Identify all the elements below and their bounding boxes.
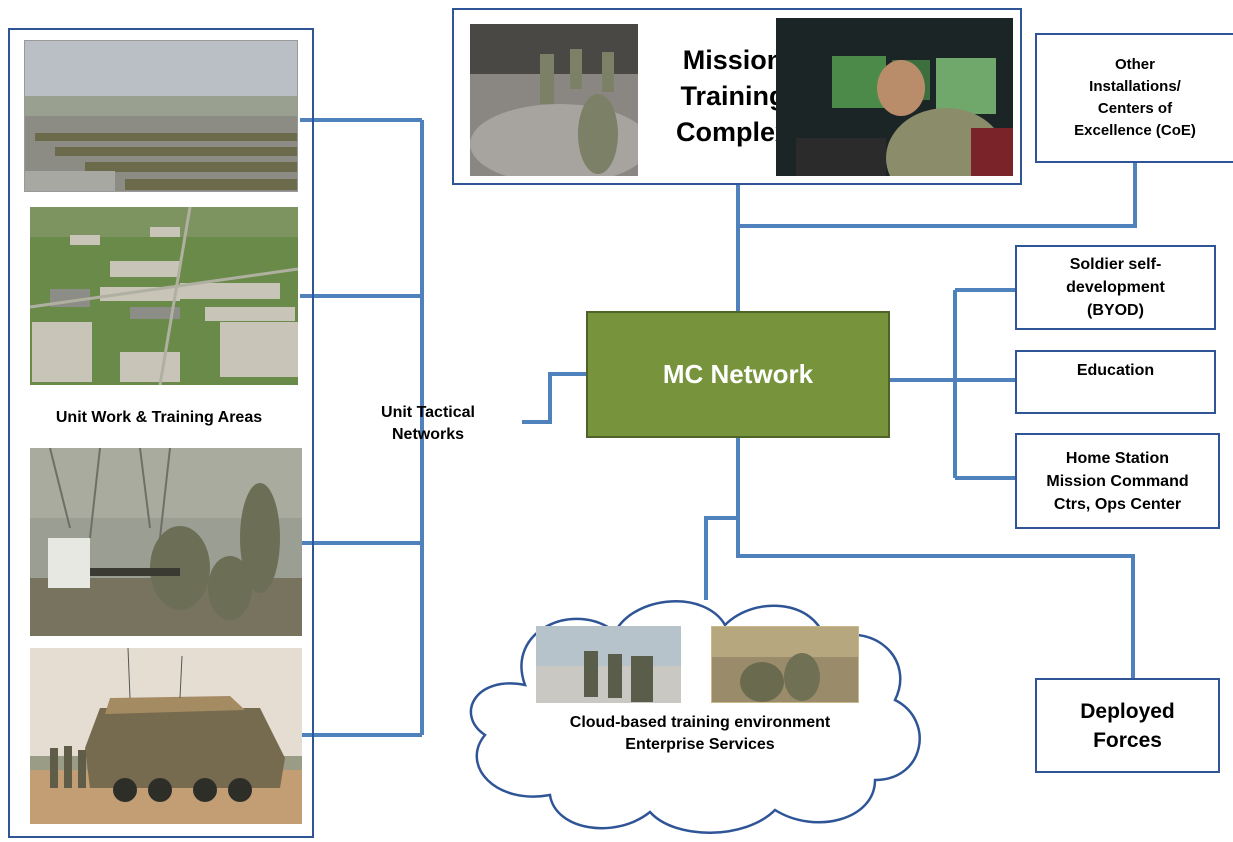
cloud-label: Cloud-based training environment Enterpr… [569, 714, 831, 753]
virtual-soldiers-photo [536, 626, 681, 703]
vehicle-yard-photo [24, 40, 298, 192]
unit-areas-panel [8, 28, 314, 838]
virtual-combat-photo [711, 626, 859, 703]
soldiers-indoor-photo [470, 24, 638, 176]
connector-mc-down [736, 438, 1135, 678]
soldier-self-development-box: Soldier self- development (BYOD) [1015, 245, 1216, 330]
soldiers-firing-photo [30, 448, 302, 636]
connector-cloud [704, 516, 738, 600]
soldier-at-computer-photo [776, 18, 1013, 176]
education-label: Education [1076, 362, 1155, 379]
unit-tactical-networks-label: Unit Tactical Networks [381, 404, 475, 443]
home-station-box: Home Station Mission Command Ctrs, Ops C… [1015, 433, 1220, 529]
connector-tactical-to-mc [522, 372, 588, 424]
mission-training-complex-label: Mission Training Complex [675, 45, 791, 147]
aerial-campus-photo [30, 207, 298, 385]
armored-vehicle-photo [30, 648, 302, 824]
deployed-forces-box: Deployed Forces [1035, 678, 1220, 773]
education-box: Education [1015, 350, 1216, 414]
other-installations-box: Other Installations/ Centers of Excellen… [1035, 33, 1233, 163]
mc-network-box: MC Network [586, 311, 890, 438]
connector-coe [738, 162, 1137, 228]
unit-areas-label: Unit Work & Training Areas [14, 400, 304, 436]
